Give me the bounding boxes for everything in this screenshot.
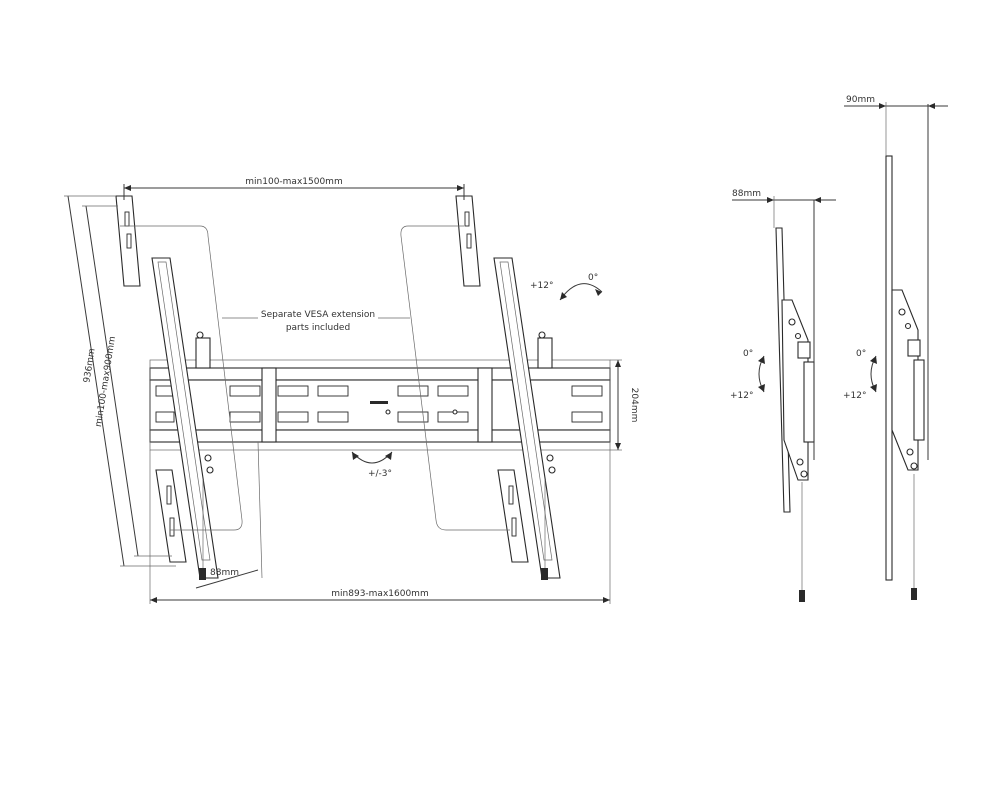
- depth-side-tilted-label: 88mm: [732, 189, 761, 199]
- side-view-upright: 90mm 0° +12°: [843, 95, 948, 600]
- depth-side-upright-label: 90mm: [846, 95, 875, 105]
- extension-callout: Separate VESA extension parts included: [120, 225, 510, 531]
- dimension-depth-front: 88mm: [195, 441, 263, 589]
- level-adjust-label: +/-3°: [368, 469, 392, 479]
- side1-plus12: +12°: [730, 391, 754, 401]
- vesa-extension-bottom-left: [155, 469, 187, 563]
- wall-rail: [149, 359, 611, 451]
- tilt-indicator-front: +12° 0°: [530, 273, 603, 301]
- vesa-extension-bottom-right: [497, 469, 529, 563]
- dimension-overall-width: min893-max1600mm: [149, 450, 611, 604]
- front-view: min100-max1500mm min893-max1600mm 936mm …: [64, 177, 639, 604]
- level-indicator: +/-3°: [351, 451, 393, 479]
- right-tilt-arm: [493, 257, 561, 580]
- dimension-depth-side-tilted: 88mm: [732, 189, 836, 228]
- vesa-extension-top-right: [455, 195, 481, 287]
- tilt-indicator-side1: 0° +12°: [730, 349, 765, 401]
- side1-zero: 0°: [743, 349, 753, 359]
- tilt-front-plus12: +12°: [530, 281, 554, 291]
- dimension-rail-height: 204mm: [610, 359, 639, 451]
- tilt-indicator-side2: 0° +12°: [843, 349, 877, 401]
- vesa-extension-top-left: [115, 195, 141, 287]
- dimension-vesa-horizontal: min100-max1500mm: [123, 177, 465, 200]
- left-tilt-arm: [151, 257, 219, 580]
- dimension-depth-side-upright: 90mm: [844, 95, 948, 156]
- side2-zero: 0°: [856, 349, 866, 359]
- extension-callout-line1: Separate VESA extension: [261, 310, 375, 320]
- side2-plus12: +12°: [843, 391, 867, 401]
- side-view-tilted: 88mm 0° +12°: [730, 189, 836, 602]
- rail-height-label: 204mm: [629, 388, 639, 423]
- tilt-front-zero: 0°: [588, 273, 598, 283]
- overall-width-label: min893-max1600mm: [331, 589, 428, 599]
- depth-front-label: 88mm: [210, 568, 239, 578]
- extension-callout-line2: parts included: [286, 323, 350, 333]
- vesa-horizontal-label: min100-max1500mm: [245, 177, 342, 187]
